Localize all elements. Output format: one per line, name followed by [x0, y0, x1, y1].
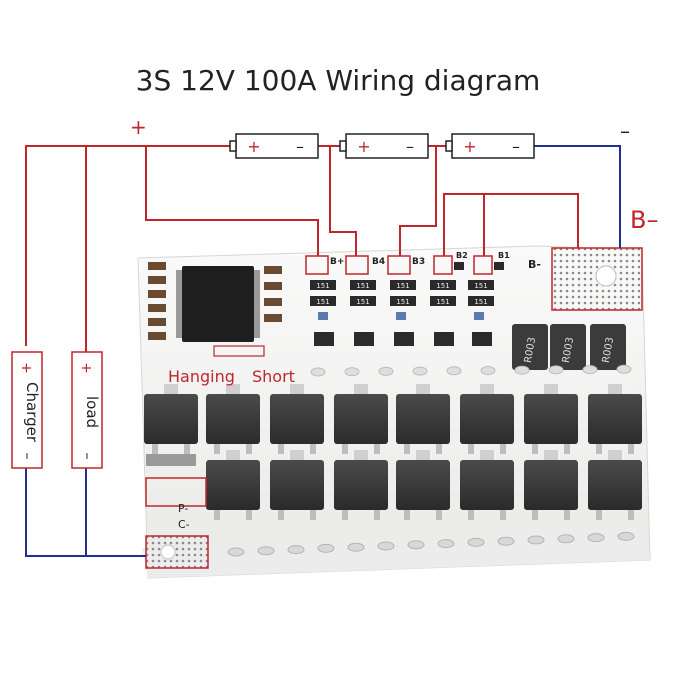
mosfet	[270, 384, 324, 454]
battery-cell: +–	[229, 133, 319, 159]
pad-label-b1: B1	[498, 251, 510, 260]
positive-wiring	[25, 145, 579, 352]
smd-marking: 151	[396, 282, 409, 290]
battery-minus-label: –	[296, 137, 304, 156]
smd-marking: 151	[474, 298, 487, 306]
smd-marking: 151	[474, 282, 487, 290]
smd-marking: 151	[436, 282, 449, 290]
note-hanging: Hanging	[168, 367, 235, 386]
battery-plus-label: +	[357, 137, 370, 156]
mosfet	[206, 384, 260, 454]
smd-component-row	[310, 280, 494, 306]
mosfet	[460, 450, 514, 520]
mosfet	[144, 384, 198, 454]
charger-label: Charger	[23, 382, 41, 443]
positive-terminal-label: +	[130, 115, 147, 139]
p-minus-terminal	[146, 536, 208, 568]
pad-label-b-plus: B+	[330, 257, 344, 267]
pad-label-b2: B2	[456, 251, 468, 260]
shunt-resistor-row: R003 R003 R003	[512, 324, 626, 370]
bms-board: 151 151 151 151 151 151 151 151 151 151 R003 R003…	[137, 245, 651, 579]
mosfet	[588, 384, 642, 454]
smd-marking: 151	[316, 298, 329, 306]
pad-label-b4: B4	[372, 257, 385, 267]
resistor-marking: R003	[561, 336, 576, 364]
charger-plus: +	[18, 362, 34, 374]
smd-marking: 151	[356, 298, 369, 306]
b-minus-label: B–	[630, 206, 658, 234]
balance-pads	[145, 247, 643, 569]
load-label: load	[83, 396, 101, 428]
battery-cell: +–	[339, 133, 429, 159]
negative-terminal-label: –	[620, 119, 630, 143]
battery-minus-label: –	[512, 137, 520, 156]
note-short: Short	[252, 367, 295, 386]
negative-wiring	[25, 145, 621, 557]
resistor-marking: R003	[601, 336, 616, 364]
battery-minus-label: –	[406, 137, 414, 156]
mosfet	[588, 450, 642, 520]
battery-cell: +–	[445, 133, 535, 159]
smd-component-column-left	[148, 262, 282, 340]
charger-box: + Charger –	[11, 351, 43, 469]
pad-label-p-minus: P-	[178, 502, 188, 515]
mosfet	[270, 450, 324, 520]
smd-marking: 151	[436, 298, 449, 306]
mosfet	[396, 450, 450, 520]
small-transistor-row	[314, 312, 492, 346]
mosfet	[524, 384, 578, 454]
resistor-marking: R003	[523, 336, 538, 364]
mosfet	[396, 384, 450, 454]
pad-label-b3: B3	[412, 257, 425, 267]
smd-labels: 151 151 151 151 151 151 151 151 151 151	[316, 282, 487, 306]
pad-label-b-minus: B-	[528, 258, 541, 271]
pad-p-minus-outline	[145, 477, 207, 507]
diagram-title: 3S 12V 100A Wiring diagram	[136, 64, 541, 97]
mosfet	[334, 384, 388, 454]
bms-controller-ic	[176, 266, 260, 342]
mosfet	[460, 384, 514, 454]
pad-hanging-short	[213, 345, 265, 357]
pad-b-minus-outline	[551, 247, 643, 311]
pad-c-minus-outline	[145, 535, 209, 569]
mosfet	[334, 450, 388, 520]
pad-labels: B+ B4 B3 B2 B1 B- P- C-	[178, 251, 541, 531]
mosfet	[206, 450, 260, 520]
battery-plus-label: +	[463, 137, 476, 156]
bottom-pad-row	[227, 364, 635, 557]
smd-marking: 151	[396, 298, 409, 306]
pad-label-c-minus: C-	[178, 518, 190, 531]
load-box: + load –	[71, 351, 103, 469]
mosfet-array	[144, 384, 642, 520]
load-plus: +	[78, 362, 94, 374]
battery-cells: +–+–+–	[229, 133, 535, 159]
mosfet	[524, 450, 578, 520]
battery-plus-label: +	[247, 137, 260, 156]
smd-marking: 151	[316, 282, 329, 290]
b-minus-terminal	[552, 248, 640, 310]
smd-marking: 151	[356, 282, 369, 290]
charger-minus: –	[19, 453, 35, 460]
load-minus: –	[79, 453, 95, 460]
